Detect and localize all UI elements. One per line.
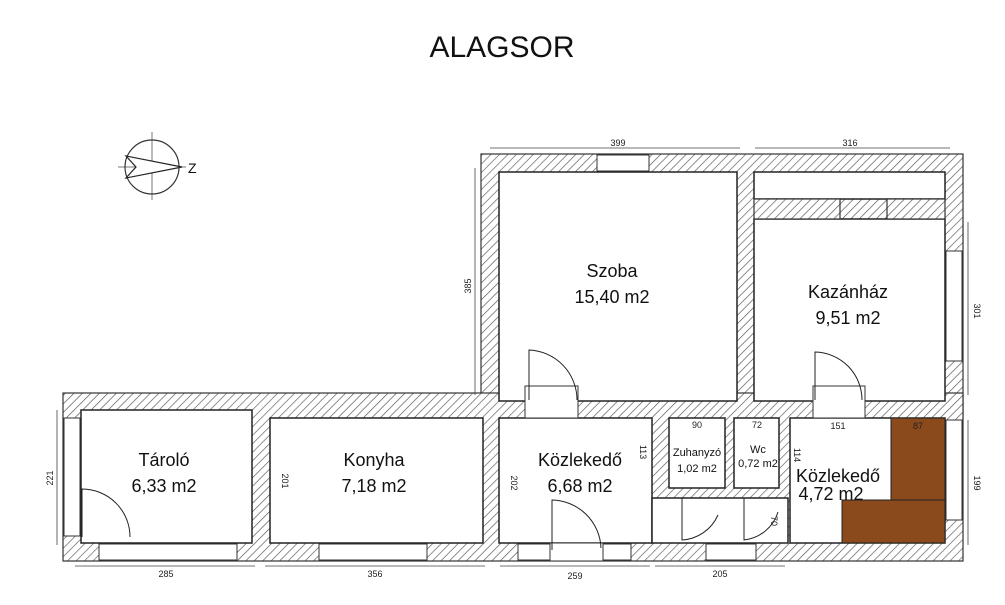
compass-label: Z <box>188 160 197 176</box>
room-szoba <box>498 171 738 402</box>
label-kozlekedo2-area: 4,72 m2 <box>798 484 863 504</box>
compass-icon: Z <box>118 132 197 200</box>
windows <box>63 154 963 561</box>
dim-wc-door: 70 <box>769 516 779 526</box>
dim-right-kozlekedo: 199 <box>972 475 982 490</box>
dim-bottom-konyha: 356 <box>367 569 382 579</box>
stair <box>841 417 946 544</box>
dim-right-kazanhaz: 301 <box>972 303 982 318</box>
dim-kozlekedo-height: 202 <box>509 475 519 490</box>
dim-kozlekedo-side: 113 <box>638 445 648 459</box>
room-kozlekedo-link <box>651 497 789 544</box>
label-taroló-area: 6,33 m2 <box>131 476 196 496</box>
dim-konyha-height: 201 <box>280 473 290 488</box>
room-kazanhaz <box>753 218 946 402</box>
dim-bottom-taroló: 285 <box>158 569 173 579</box>
plan-title: ALAGSOR <box>429 31 574 64</box>
dimension-labels: 399 316 385 301 221 199 285 356 259 205 … <box>45 138 982 581</box>
label-szoba-area: 15,40 m2 <box>574 287 649 307</box>
dim-wc-width: 72 <box>752 420 762 430</box>
room-kozlekedo <box>498 417 653 544</box>
dim-left-szoba: 385 <box>463 278 473 293</box>
rooms <box>80 171 946 544</box>
dim-zuhany-width: 90 <box>692 420 702 430</box>
dimension-lines <box>56 147 969 567</box>
label-kozlekedo-name: Közlekedő <box>538 450 622 470</box>
dim-kozlekedo2-width: 151 <box>830 421 845 431</box>
dim-bottom-zuhany-wc: 205 <box>712 569 727 579</box>
kazanhaz-niche <box>753 171 946 200</box>
label-konyha-name: Konyha <box>343 450 405 470</box>
dim-wc-height: 114 <box>792 448 802 462</box>
label-wc-name: Wc <box>750 444 766 456</box>
dim-top-szoba: 399 <box>610 138 625 148</box>
room-zuhanyzo <box>668 417 726 489</box>
label-konyha-area: 7,18 m2 <box>341 476 406 496</box>
label-szoba-name: Szoba <box>586 261 638 281</box>
label-kazanhaz-area: 9,51 m2 <box>815 308 880 328</box>
dim-stair-width: 87 <box>913 421 923 431</box>
label-kazanhaz-name: Kazánház <box>808 282 888 302</box>
dim-left-taroló: 221 <box>45 470 55 485</box>
dim-bottom-kozlekedo: 259 <box>567 571 582 581</box>
label-kozlekedo2-name: Közlekedő <box>796 466 880 486</box>
dim-top-kazanhaz: 316 <box>842 138 857 148</box>
room-wc <box>733 417 780 489</box>
label-taroló-name: Tároló <box>138 450 189 470</box>
label-wc-area: 0,72 m2 <box>738 458 778 470</box>
label-zuhanyzo-name: Zuhanyzó <box>673 447 721 459</box>
room-labels: Szoba 15,40 m2 Kazánház 9,51 m2 Tároló 6… <box>131 261 888 504</box>
room-taroló <box>80 409 253 544</box>
doors <box>81 349 866 562</box>
label-zuhanyzo-area: 1,02 m2 <box>677 463 717 475</box>
label-kozlekedo-area: 6,68 m2 <box>547 476 612 496</box>
room-konyha <box>269 417 484 544</box>
